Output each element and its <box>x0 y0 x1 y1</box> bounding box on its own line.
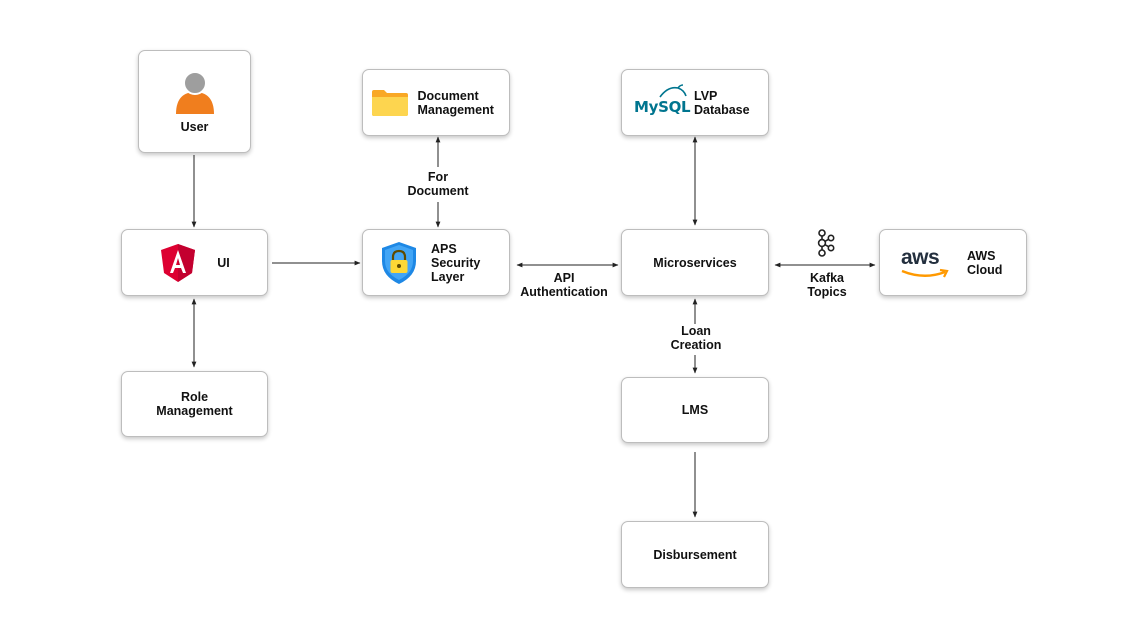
disbursement-node[interactable]: Disbursement <box>621 521 769 588</box>
aps-security-layer-label: APS Security Layer <box>431 241 481 284</box>
microservices-label: Microservices <box>653 255 737 270</box>
lms-label: LMS <box>681 403 709 417</box>
aps-security-layer-node[interactable]: APS Security Layer <box>362 229 510 296</box>
role-management-node[interactable]: Role Management <box>121 371 268 437</box>
ui-label: UI <box>217 255 230 270</box>
user-label: User <box>180 119 209 134</box>
shield-lock-icon <box>382 241 416 284</box>
aws-logo-icon: aws <box>899 246 953 280</box>
user-node[interactable]: User <box>138 50 251 153</box>
document-management-label: Document Management <box>417 88 494 117</box>
angular-logo-icon <box>161 243 196 282</box>
aws-cloud-node[interactable]: aws AWS Cloud <box>879 229 1027 296</box>
lvp-database-label: LVP Database <box>694 88 750 117</box>
mysql-logo-icon: MySQL <box>634 83 691 118</box>
kafka-logo-icon <box>817 229 835 257</box>
microservices-node[interactable]: Microservices <box>621 229 769 296</box>
kafka-topics-edge-label: Kafka Topics <box>807 271 847 299</box>
aws-cloud-label: AWS Cloud <box>967 248 1003 277</box>
user-avatar-icon <box>175 70 214 114</box>
for-document-edge-label: For Document <box>407 170 469 198</box>
ui-node[interactable]: UI <box>121 229 268 296</box>
lvp-database-node[interactable]: MySQL LVP Database <box>621 69 769 136</box>
api-authentication-edge-label: API Authentication <box>520 271 608 299</box>
loan-creation-edge-label: Loan Creation <box>670 324 722 352</box>
folder-icon <box>371 89 408 116</box>
disbursement-label: Disbursement <box>653 547 737 562</box>
lms-node[interactable]: LMS <box>621 377 769 443</box>
document-management-node[interactable]: Document Management <box>362 69 510 136</box>
role-management-label: Role Management <box>156 390 233 418</box>
